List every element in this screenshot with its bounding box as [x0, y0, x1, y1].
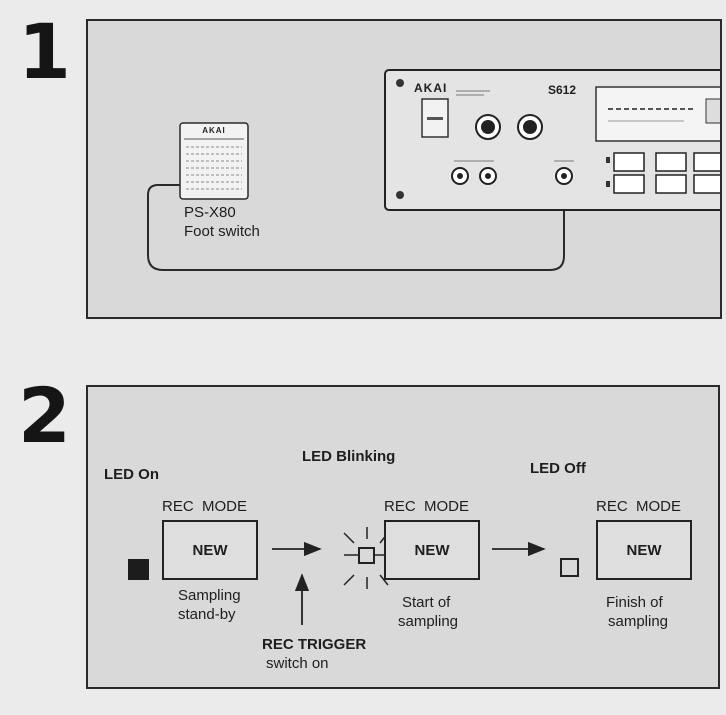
state2-caption-line1: Start of [402, 594, 451, 611]
sampler-illustration [384, 69, 720, 211]
led-on-label: LED On [104, 466, 159, 483]
sampler-front-panel: AKAI S612 [384, 69, 720, 211]
led-indicator-on [128, 559, 149, 580]
footswitch-illustration [179, 122, 249, 200]
led-off-label: LED Off [530, 460, 586, 477]
state3-caption-line1: Finish of [606, 594, 663, 611]
sampler-brand: AKAI [414, 81, 448, 95]
step1-panel: AKAI PS-X80 Foot switch [86, 19, 722, 319]
new-button-3[interactable]: NEW [596, 520, 692, 580]
rec-mode-label-3: REC MODE [596, 498, 682, 515]
new-button-1[interactable]: NEW [162, 520, 258, 580]
new-button-2[interactable]: NEW [384, 520, 480, 580]
sampler-model: S612 [548, 83, 577, 97]
led-indicator-off [560, 558, 579, 577]
state3-caption-line2: sampling [608, 613, 669, 630]
flow-arrows [272, 527, 546, 625]
state1-caption-line2: stand-by [178, 606, 236, 623]
led-blinking-label: LED Blinking [302, 448, 396, 465]
rec-trigger-label: REC TRIGGER [262, 636, 367, 653]
footswitch-desc: Foot switch [184, 223, 260, 240]
rec-trigger-sub: switch on [266, 655, 329, 672]
rec-mode-label-2: REC MODE [384, 498, 470, 515]
step-number-2: 2 [18, 371, 71, 460]
footswitch-device: AKAI [178, 121, 250, 201]
step2-panel: LED On REC MODE NEW Sampling stand-by LE… [86, 385, 720, 689]
state1-caption-line1: Sampling [178, 587, 241, 604]
footswitch-brand: AKAI [202, 126, 226, 135]
led-indicator-blinking [358, 547, 375, 564]
footswitch-model: PS-X80 [184, 204, 236, 221]
footswitch-cable [147, 184, 565, 271]
state2-caption-line2: sampling [398, 613, 459, 630]
step-number-1: 1 [18, 7, 71, 96]
rec-mode-label-1: REC MODE [162, 498, 248, 515]
